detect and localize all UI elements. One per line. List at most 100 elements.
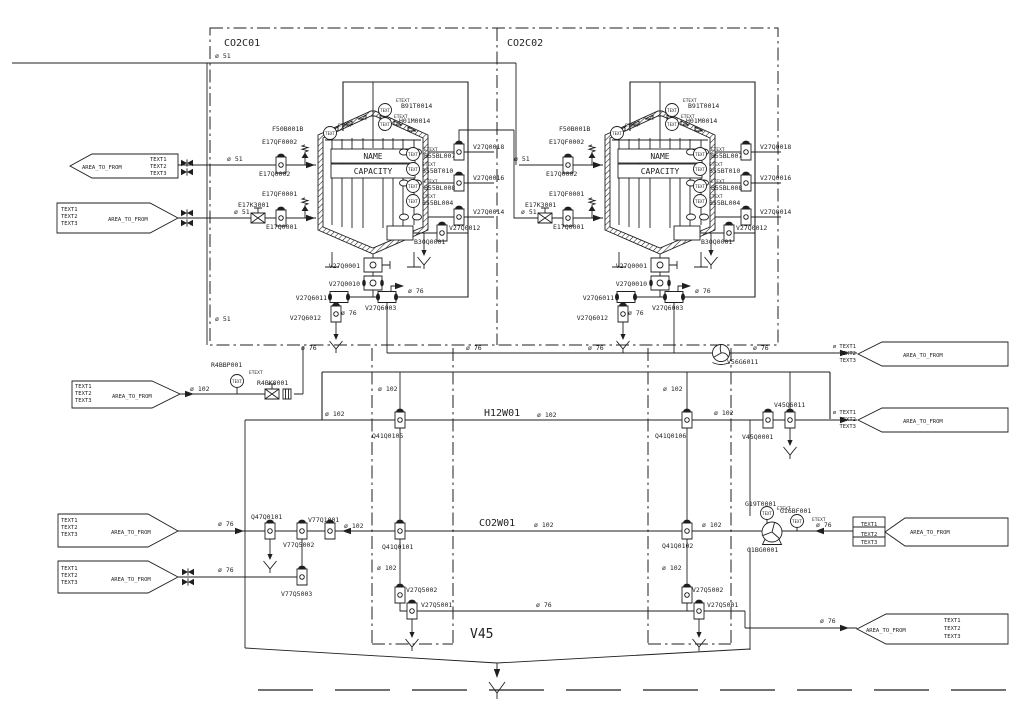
- unit_left-l-etext-h01: ETEXT: [394, 114, 408, 120]
- unit_right-r-b30q0001: B30Q0001: [701, 238, 732, 246]
- mid_system-dn102-h12r: ø 102: [714, 409, 734, 417]
- unit_left-l-b55bl008: B55BL008: [424, 184, 455, 192]
- connectors-connF2-t1: ø TEXT1: [833, 410, 856, 416]
- connectors-connF1-t2: TEXT2: [839, 351, 856, 357]
- valve-v77q5002: [296, 519, 308, 540]
- valve-v77q5003: [296, 565, 308, 586]
- mid_system-dn102-vr-top: ø 102: [663, 385, 683, 393]
- mid_system-r4bbp001: R4BBP001: [211, 361, 242, 369]
- unit_left-l-name: NAME: [363, 152, 382, 161]
- connectors-connA-t3: TEXT3: [150, 171, 167, 177]
- unit_left-l-dn76-6003: ø 76: [408, 287, 424, 295]
- unit_right-r-f50b001b: F50B001B: [559, 125, 590, 133]
- connectors-connF4-t1: TEXT1: [944, 618, 961, 624]
- connector-B: [56, 202, 179, 234]
- unit_left-l-v27q6011: V27Q6011: [296, 294, 327, 302]
- connectors-connC-t3: TEXT3: [75, 398, 92, 404]
- connectors-connF1-t3: TEXT3: [839, 358, 856, 364]
- unit_right-r-text-bt010: TEXT: [695, 167, 705, 172]
- unit_left-l-etext-bl008: ETEXT: [424, 179, 438, 185]
- connectors-connF1-area: AREA_TO_FROM: [903, 353, 943, 359]
- unit_left-l-etext-b91: ETEXT: [396, 98, 410, 104]
- unit_left-l-v27q6012: V27Q6012: [290, 314, 321, 322]
- valve-q41q0102: [681, 519, 693, 540]
- connectors-connF3-t1: TEXT1: [861, 522, 878, 528]
- valve-v45q6011: [784, 408, 796, 429]
- mid_system-q41q0105: Q41Q0105: [372, 432, 403, 440]
- unit_left-l-v27q0001: V27Q0001: [329, 262, 360, 270]
- unit_right-r-v27q0012: V27Q0012: [736, 224, 767, 232]
- connectors-connA-area: AREA_TO_FROM: [82, 165, 122, 171]
- mid_system-text-g16: TEXT: [792, 519, 802, 524]
- bottom_system-v27q5002-l: V27Q5002: [406, 586, 437, 594]
- unit_left-l-f50b001b: F50B001B: [272, 125, 303, 133]
- mid_system-v77q5002: V77Q5002: [283, 541, 314, 549]
- top_frames-dn51-l-inlet2: ø 51: [234, 208, 250, 216]
- connectors-connE2-t3: TEXT3: [61, 580, 78, 586]
- unit_right-r-e17q0001: E17Q0001: [553, 223, 584, 231]
- connector-C: [71, 380, 182, 409]
- unit_left-l-text-b91: TEXT: [380, 108, 390, 113]
- mid_system-dn102-h12l: ø 102: [325, 410, 345, 418]
- mid_system-r4bk0001: R4BK0001: [257, 379, 288, 387]
- unit_left-l-v27q0018: V27Q0018: [473, 143, 504, 151]
- area-connectors: [56, 153, 1009, 645]
- unit_right-r-text-b91: TEXT: [667, 108, 677, 113]
- connectors-connE1-t2: TEXT2: [61, 525, 78, 531]
- unit_right-r-text-f50: TEXT: [612, 131, 622, 136]
- unit_right-r-e17qf0001: E17QF0001: [549, 190, 584, 198]
- mid_system-dn102-vr-bot: ø 102: [662, 564, 682, 572]
- top_frames-dn51-r-inlet2: ø 51: [521, 208, 537, 216]
- unit_right-r-capacity: CAPACITY: [641, 167, 680, 176]
- unit_right-r-b55bt010: B55BT010: [709, 167, 740, 175]
- pump-g1bg0001: [761, 521, 783, 545]
- unit_right-r-text-bl008: TEXT: [695, 184, 705, 189]
- connectors-connC-t2: TEXT2: [75, 391, 92, 397]
- unit_left-l-e17q0002: E17Q0002: [259, 170, 290, 178]
- bottom_system-dn76-f4: ø 76: [820, 617, 836, 625]
- connectors-connE2-t1: TEXT1: [61, 566, 78, 572]
- connectors-connB-t2: TEXT2: [61, 214, 78, 220]
- mid_system-g19t0001: G19T0001: [745, 500, 776, 508]
- connectors-connE1-t3: TEXT3: [61, 532, 78, 538]
- unit_right-r-v27q0010: V27Q0010: [616, 280, 647, 288]
- unit_left-l-etext-f50: ETEXT: [338, 123, 352, 129]
- unit_right-r-text-h01: TEXT: [667, 122, 677, 127]
- mid_system-dn102-h12: ø 102: [537, 411, 557, 419]
- connectors-connF1-t1: ø TEXT1: [833, 344, 856, 350]
- unit_right-r-text-bl007: TEXT: [695, 152, 705, 157]
- connectors-connA-t1: TEXT1: [150, 157, 167, 163]
- unit_right-r-dn76-bot2: ø 76: [753, 344, 769, 352]
- unit_right-r-h01m0014: H01M0014: [686, 117, 717, 125]
- connectors-connC-area: AREA_TO_FROM: [112, 394, 152, 400]
- unit_left-l-e17q0001: E17Q0001: [266, 223, 297, 231]
- mid_system-g16bf001: G16BF001: [780, 507, 811, 515]
- unit_left-l-text-f50: TEXT: [325, 131, 335, 136]
- top_frames-unit1-title: CO2C01: [224, 38, 260, 49]
- unit_left-l-etext-bt010: ETEXT: [422, 162, 436, 168]
- unit_left-l-v27q6003: V27Q6003: [365, 304, 396, 312]
- connectors-connF3-t3: TEXT3: [861, 540, 878, 546]
- unit_right-r-name: NAME: [650, 152, 669, 161]
- mid_system-text-g19: TEXT: [762, 511, 772, 516]
- unit_left-l-v27q0010: V27Q0010: [329, 280, 360, 288]
- unit_left-l-etext-bl007: ETEXT: [424, 147, 438, 153]
- top_frames-dn51-bottomleft: ø 51: [215, 315, 231, 323]
- unit-boundary-box: [209, 27, 779, 346]
- unit_left-l-e17k3001: E17K3001: [238, 201, 269, 209]
- unit_right-r-etext-bl004: ETEXT: [709, 194, 723, 200]
- bottom_system-v27q5001-r: V27Q5001: [707, 601, 738, 609]
- unit_left-l-b91t0014: B91T0014: [401, 102, 432, 110]
- valve-q41q0106: [681, 408, 693, 429]
- unit_left-l-b55bt010: B55BT010: [422, 167, 453, 175]
- connectors-connF3-area: AREA_TO_FROM: [910, 530, 950, 536]
- unit_right-r-v27q6012: V27Q6012: [577, 314, 608, 322]
- valve-q47q0101: [264, 519, 276, 540]
- trench-and-ground: [244, 647, 1012, 699]
- top_frames-dn51-l-inlet1: ø 51: [227, 155, 243, 163]
- unit_right-r-v27q0001: V27Q0001: [616, 262, 647, 270]
- bottom_system-dn76-mid: ø 76: [536, 601, 552, 609]
- unit_left-l-text-bl007: TEXT: [408, 152, 418, 157]
- unit_right-r-v27q6003: V27Q6003: [652, 304, 683, 312]
- unit_right-r-b91t0014: B91T0014: [688, 102, 719, 110]
